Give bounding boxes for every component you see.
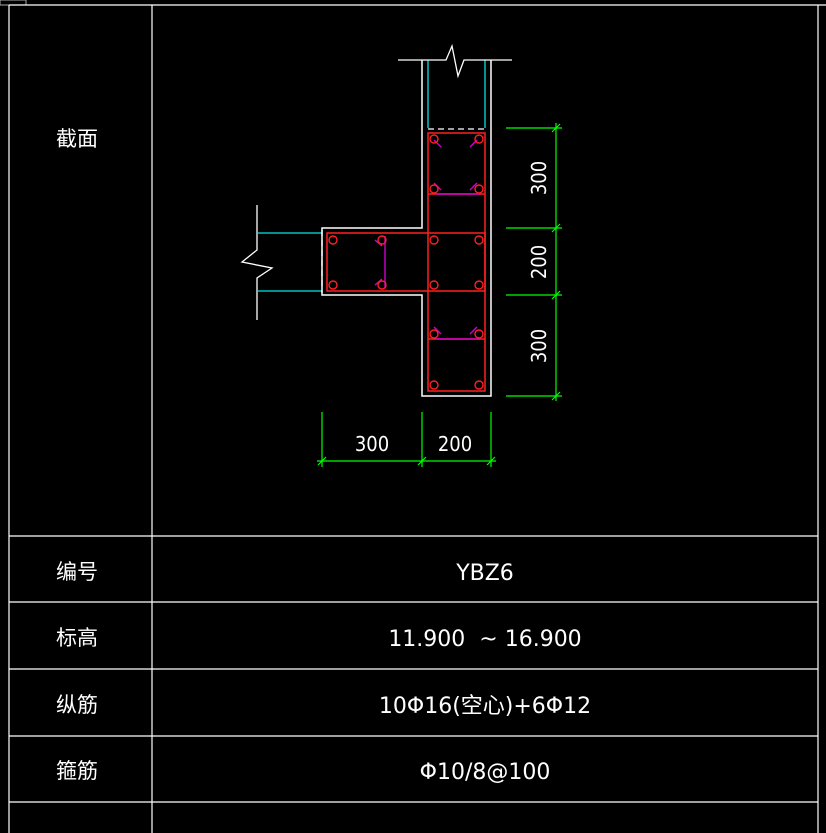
dim-bottom-1: 300: [355, 432, 389, 456]
dimension-bottom: [317, 412, 496, 467]
row-value-elevation: 11.900 ~ 16.900: [388, 627, 581, 652]
dim-right-3: 300: [527, 329, 551, 363]
wall-lines: [258, 60, 486, 292]
ties: [374, 139, 480, 340]
dimension-right: [506, 123, 562, 401]
section-label: 截面: [56, 127, 98, 151]
corner-tab: [0, 0, 27, 6]
dim-right-1: 300: [527, 161, 551, 195]
break-lines: [240, 43, 512, 320]
section-drawing: 300 200 300 300 200: [240, 43, 562, 467]
row-value-longitudinal-bars: 10Φ16(空心)+6Φ12: [379, 694, 591, 719]
dim-right-2: 200: [527, 245, 551, 279]
rebars: [328, 134, 484, 390]
row-value-stirrups: Φ10/8@100: [420, 760, 551, 785]
row-label-stirrups: 箍筋: [56, 759, 98, 783]
row-label-elevation: 标高: [56, 626, 98, 650]
table-grid: [8, 4, 826, 833]
row-label-number: 编号: [56, 560, 98, 584]
stirrups: [326, 132, 486, 392]
dim-bottom-2: 200: [438, 432, 472, 456]
row-value-number: YBZ6: [455, 561, 514, 586]
row-label-longitudinal-bars: 纵筋: [56, 693, 98, 717]
column-outline: [321, 60, 492, 397]
